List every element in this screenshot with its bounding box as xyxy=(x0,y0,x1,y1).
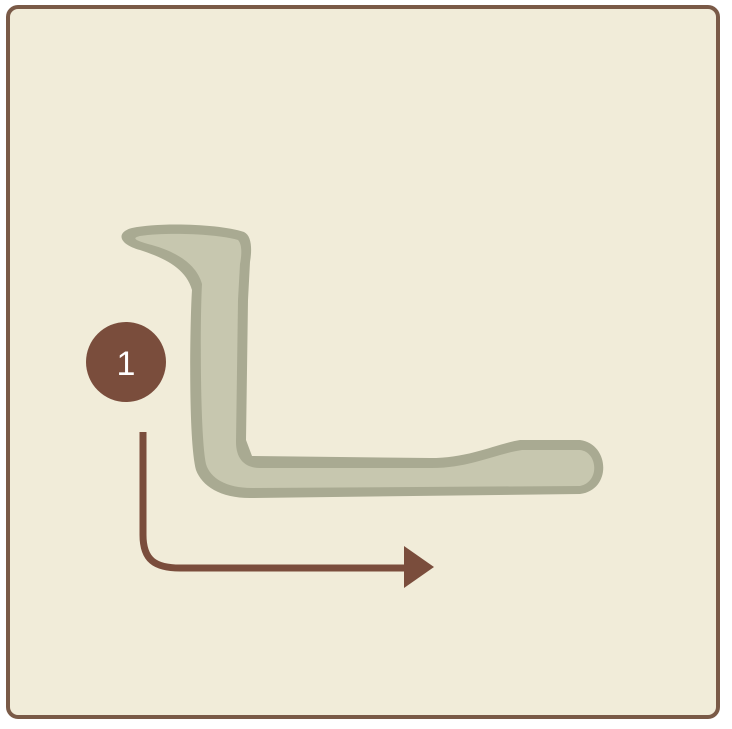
l-shaped-part-inner xyxy=(135,233,595,488)
direction-arrow-icon xyxy=(139,432,406,572)
step-badge-circle xyxy=(86,322,166,402)
l-shaped-part-icon xyxy=(121,224,604,498)
arrow-head-icon xyxy=(404,546,434,588)
step-number: 1 xyxy=(117,345,136,383)
step-badge: 1 xyxy=(86,322,166,402)
